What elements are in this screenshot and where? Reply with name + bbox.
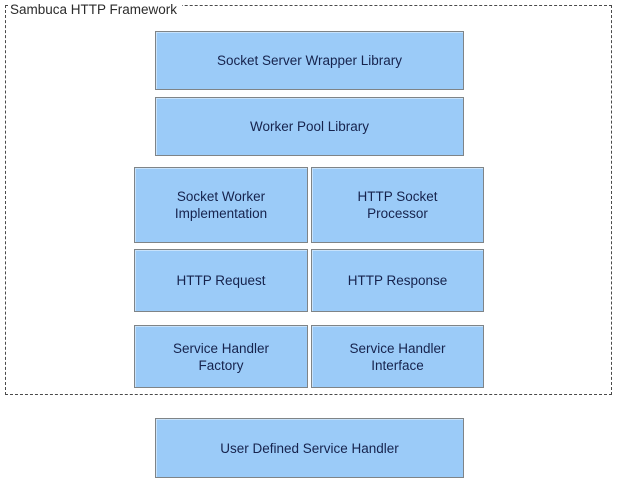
component-label: HTTP Socket Processor: [357, 189, 438, 221]
component-box-service-handler-factory[interactable]: Service Handler Factory: [134, 325, 308, 388]
component-box-http-request[interactable]: HTTP Request: [134, 249, 308, 312]
component-box-socket-worker-implementation[interactable]: Socket Worker Implementation: [134, 167, 308, 243]
component-label: Worker Pool Library: [249, 119, 370, 134]
component-label: Socket Server Wrapper Library: [216, 53, 403, 68]
component-box-http-response[interactable]: HTTP Response: [311, 249, 484, 312]
component-label: User Defined Service Handler: [220, 440, 399, 456]
component-label: HTTP Request: [176, 273, 266, 288]
component-box-socket-server-wrapper-library[interactable]: Socket Server Wrapper Library: [155, 31, 464, 90]
component-label: Service Handler Factory: [172, 340, 270, 373]
component-box-worker-pool-library[interactable]: Worker Pool Library: [155, 97, 464, 156]
component-label: HTTP Response: [347, 273, 448, 288]
framework-boundary: [5, 5, 612, 395]
framework-title-label: Sambuca HTTP Framework: [8, 0, 183, 20]
component-box-user-defined-service-handler[interactable]: User Defined Service Handler: [155, 418, 464, 478]
component-label: Socket Worker Implementation: [174, 189, 268, 221]
component-label: Service Handler Interface: [349, 340, 446, 373]
component-box-http-socket-processor[interactable]: HTTP Socket Processor: [311, 167, 484, 243]
component-box-service-handler-interface[interactable]: Service Handler Interface: [311, 325, 484, 388]
